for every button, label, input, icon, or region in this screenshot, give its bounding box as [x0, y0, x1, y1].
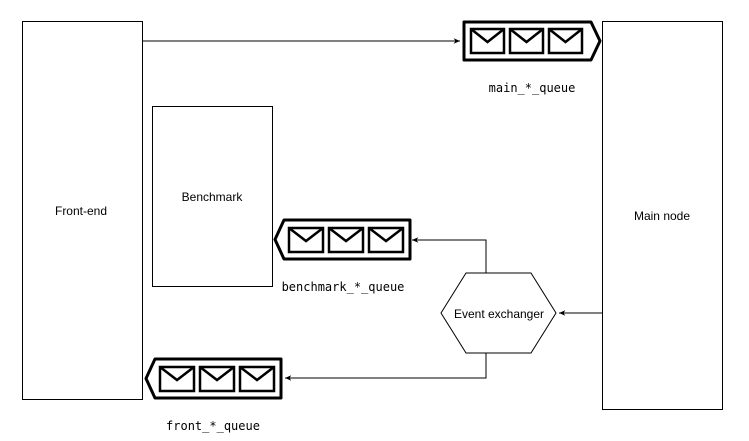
main-queue-messages	[469, 27, 584, 55]
main-queue-label: main_*_queue	[489, 81, 576, 95]
benchmark-queue-messages	[287, 226, 405, 254]
front-queue-messages	[158, 365, 276, 393]
main-node-label: Main node	[634, 209, 690, 223]
message-icon	[198, 365, 236, 393]
benchmark-queue-label: benchmark_*_queue	[282, 280, 405, 294]
message-icon	[547, 27, 584, 55]
edge-event-exchanger-to-front-queue	[285, 353, 487, 381]
event-exchanger-label: Event exchanger	[454, 307, 544, 321]
message-icon	[508, 27, 545, 55]
benchmark-queue: benchmark_*_queue	[273, 218, 412, 294]
benchmark-label: Benchmark	[182, 190, 244, 204]
message-icon	[238, 365, 276, 393]
benchmark-node: Benchmark	[152, 106, 273, 287]
message-icon	[367, 226, 405, 254]
main-queue: main_*_queue	[462, 20, 602, 95]
main-node: Main node	[602, 21, 723, 410]
front-queue-label: front_*_queue	[166, 419, 260, 433]
frontend-node: Front-end	[22, 21, 143, 400]
edge-event-exchanger-to-benchmark-queue	[412, 237, 487, 273]
front-queue: front_*_queue	[144, 357, 283, 433]
event-exchanger-node: Event exchanger	[440, 272, 557, 354]
message-icon	[469, 27, 506, 55]
message-icon	[158, 365, 196, 393]
message-icon	[327, 226, 365, 254]
frontend-label: Front-end	[55, 204, 107, 218]
message-icon	[287, 226, 325, 254]
